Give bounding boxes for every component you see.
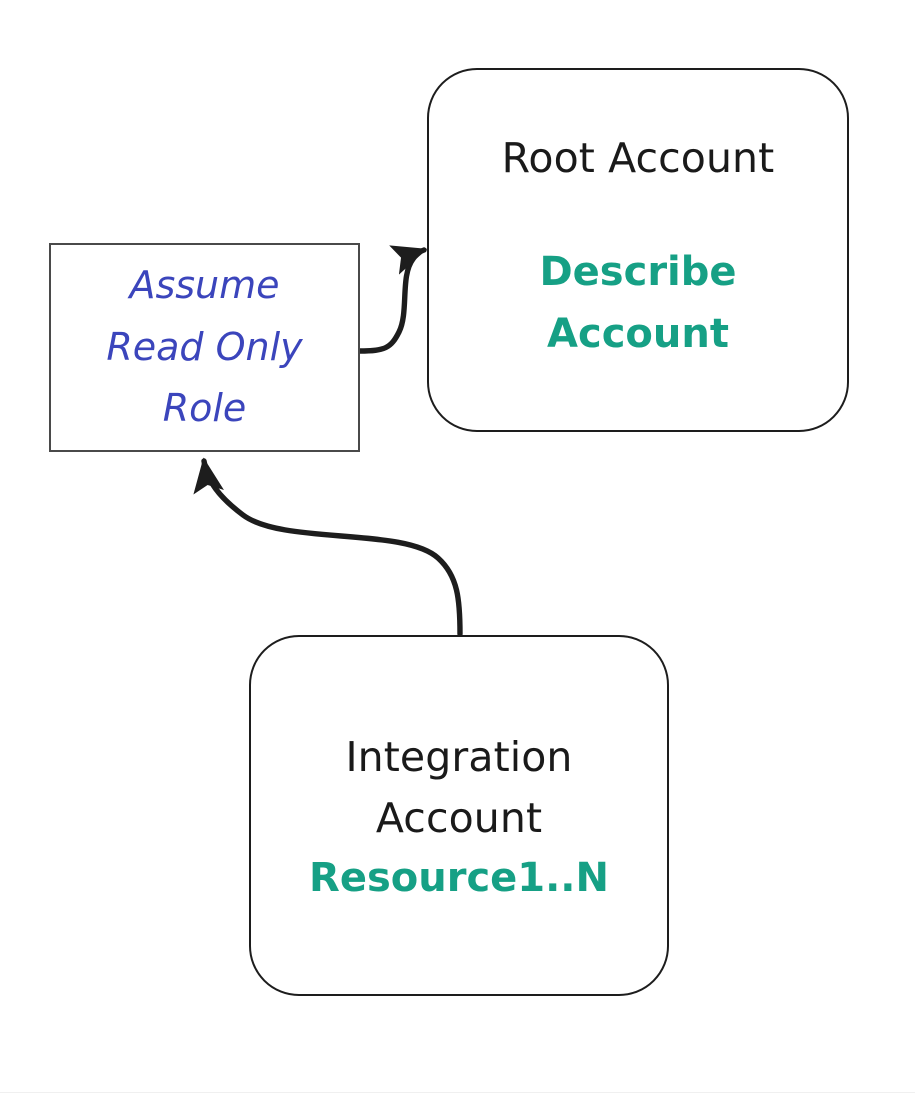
root-account-title: Root Account: [501, 134, 775, 182]
integration-account-title-line-2: Account: [375, 794, 543, 842]
node-assume-role-label[interactable]: Assume Read Only Role: [49, 243, 360, 452]
root-account-accent-line-2: Account: [547, 311, 729, 357]
integration-account-title-line-1: Integration: [345, 733, 573, 781]
edge-integration-account-to-assume-role: [193, 457, 463, 637]
root-account-accent-block: Describe Account: [539, 241, 736, 365]
assume-role-label-line-2: Read Only: [106, 324, 303, 369]
integration-account-title-block: Integration Account: [345, 737, 572, 839]
root-account-title-block: Root Account: [502, 138, 775, 179]
node-integration-account[interactable]: Integration Account Resource1..N: [249, 635, 669, 996]
assume-role-label-line-3: Role: [162, 386, 247, 431]
assume-role-label-line-1: Assume: [129, 263, 280, 308]
edge-assume-role-to-root-account: [357, 245, 428, 354]
root-account-accent-line-1: Describe: [539, 249, 737, 295]
integration-account-accent-line-1: Resource1..N: [309, 855, 609, 901]
integration-account-accent-block: Resource1..N: [309, 847, 609, 909]
node-root-account[interactable]: Root Account Describe Account: [427, 68, 849, 432]
